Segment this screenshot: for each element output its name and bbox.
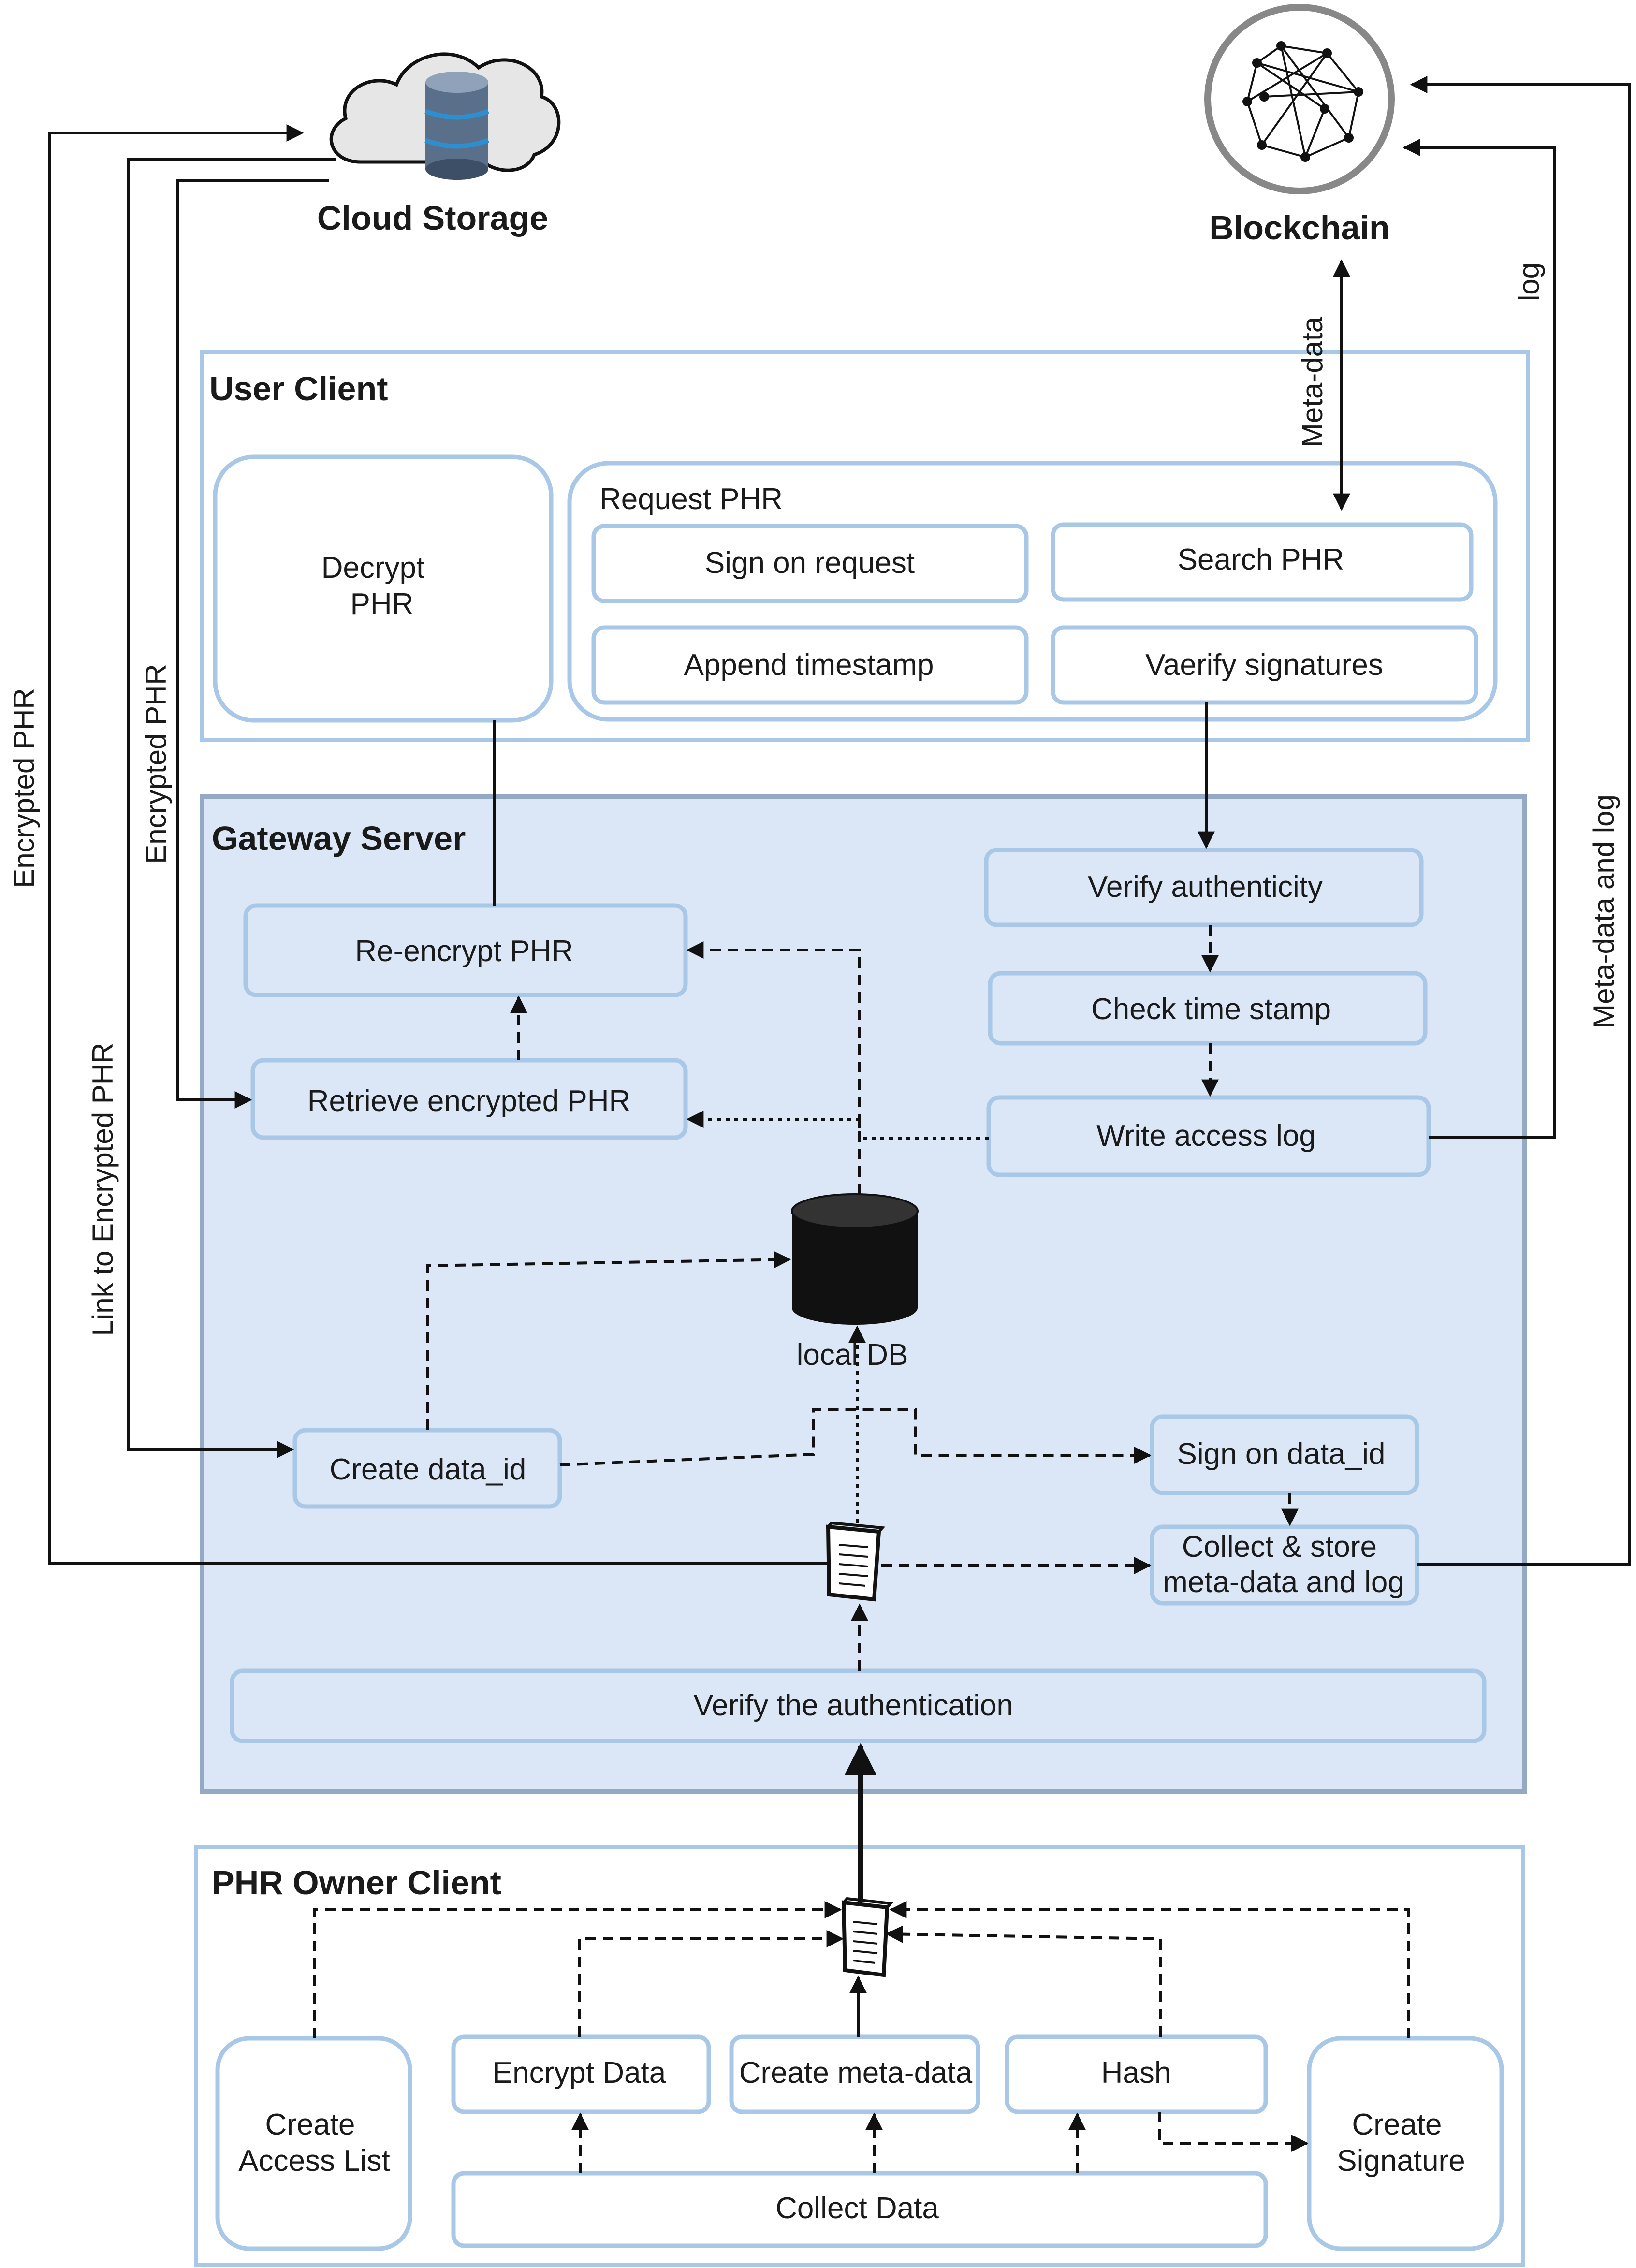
retrieve-encrypted-phr-box	[250, 1058, 688, 1140]
decrypt-phr-label: Decrypt PHR	[321, 551, 433, 621]
owner-document-icon	[841, 1897, 894, 1977]
edge-signature-doc	[889, 1901, 1410, 2038]
re-encrypt-phr-box	[243, 903, 688, 997]
retrieve-encrypted-phr-label: Retrieve encrypted PHR	[307, 1084, 631, 1118]
edge-access-list-doc	[313, 1901, 842, 2038]
check-time-stamp-label: Check time stamp	[1091, 993, 1331, 1026]
gateway-server-frame: Gateway Server Re-encrypt PHR Retrieve e…	[200, 794, 1527, 1794]
verify-authenticity-box	[984, 848, 1424, 927]
decrypt-phr-box	[213, 454, 554, 723]
verify-signatures-label: Vaerify signatures	[1145, 648, 1383, 682]
create-access-list-box	[215, 2036, 412, 2251]
create-data-id-label: Create data_id	[330, 1453, 526, 1486]
collect-data-box	[451, 2171, 1268, 2248]
verify-authentication-label: Verify the authentication	[693, 1689, 1013, 1722]
encrypt-data-box	[451, 2034, 711, 2114]
create-signature-box	[1307, 2036, 1504, 2251]
create-meta-data-label: Create meta-data	[739, 2056, 973, 2090]
edge-link-to-encrypted-phr	[127, 158, 336, 1458]
edge-hash-doc	[885, 1925, 1162, 2037]
phr-owner-client-frame: PHR Owner Client Create Access List Encr…	[194, 1845, 1525, 2267]
create-signature-label: Create Signature	[1337, 2108, 1465, 2178]
connectors	[48, 76, 1631, 2173]
edge-hash-signature	[1158, 2112, 1309, 2152]
verify-signatures-box	[1051, 625, 1478, 705]
meta-data-label: Meta-data	[1296, 316, 1329, 447]
user-client-title: User Client	[209, 370, 388, 408]
search-phr-label: Search PHR	[1178, 543, 1344, 576]
local-db-label: local DB	[797, 1338, 908, 1372]
collect-store-label: Collect & store meta-data and log	[1163, 1530, 1404, 1599]
cloud-storage-label: Cloud Storage	[317, 199, 548, 237]
blockchain-icon	[1204, 4, 1395, 194]
request-phr-label: Request PHR	[599, 483, 783, 516]
user-client-frame: User Client Decrypt PHR Request PHR Sign…	[200, 350, 1530, 742]
edge-encrypted-phr-outer	[48, 124, 828, 1565]
re-encrypt-phr-label: Re-encrypt PHR	[355, 935, 573, 968]
encrypted-phr-outer-label: Encrypted PHR	[8, 688, 40, 888]
gateway-server-title: Gateway Server	[212, 819, 466, 857]
blockchain-node: Blockchain	[1204, 4, 1395, 247]
verify-authenticity-label: Verify authenticity	[1088, 870, 1323, 904]
collect-data-label: Collect Data	[775, 2192, 939, 2225]
edge-write-log-retrieve	[686, 1111, 989, 1140]
edge-data-id-sign	[559, 1408, 1152, 1466]
check-time-stamp-box	[988, 971, 1428, 1046]
edge-encrypted-phr-inner	[176, 179, 329, 1109]
phr-owner-client-title: PHR Owner Client	[212, 1864, 501, 1902]
link-to-encrypted-phr-label: Link to Encrypted PHR	[87, 1043, 119, 1336]
sign-on-data-id-box	[1150, 1414, 1419, 1495]
edge-db-re-encrypt	[686, 941, 861, 1194]
blockchain-label: Blockchain	[1209, 209, 1389, 247]
sign-on-request-label: Sign on request	[705, 546, 915, 580]
edge-data-id-db	[426, 1251, 791, 1430]
cloud-storage-node: Cloud Storage	[317, 52, 561, 237]
sign-on-data-id-label: Sign on data_id	[1177, 1437, 1386, 1471]
create-access-list-label: Create Access List	[238, 2108, 390, 2178]
encrypted-phr-inner-label: Encrypted PHR	[140, 664, 172, 864]
encrypt-data-label: Encrypt Data	[493, 2056, 666, 2090]
hash-box	[1005, 2034, 1268, 2114]
document-icon	[826, 1521, 886, 1602]
sign-on-request-box	[591, 524, 1029, 603]
create-meta-data-box	[729, 2034, 980, 2114]
meta-data-and-log-label: Meta-data and log	[1588, 794, 1620, 1028]
local-db-icon	[791, 1193, 919, 1325]
database-icon	[424, 72, 489, 180]
append-timestamp-box	[591, 625, 1029, 705]
edge-meta-data-and-log	[1410, 76, 1631, 1566]
search-phr-box	[1051, 522, 1474, 602]
append-timestamp-label: Append timestamp	[684, 648, 934, 682]
write-access-log-label: Write access log	[1096, 1119, 1316, 1153]
edge-log	[1402, 139, 1556, 1139]
log-label: log	[1513, 263, 1545, 301]
hash-label: Hash	[1101, 2056, 1171, 2090]
